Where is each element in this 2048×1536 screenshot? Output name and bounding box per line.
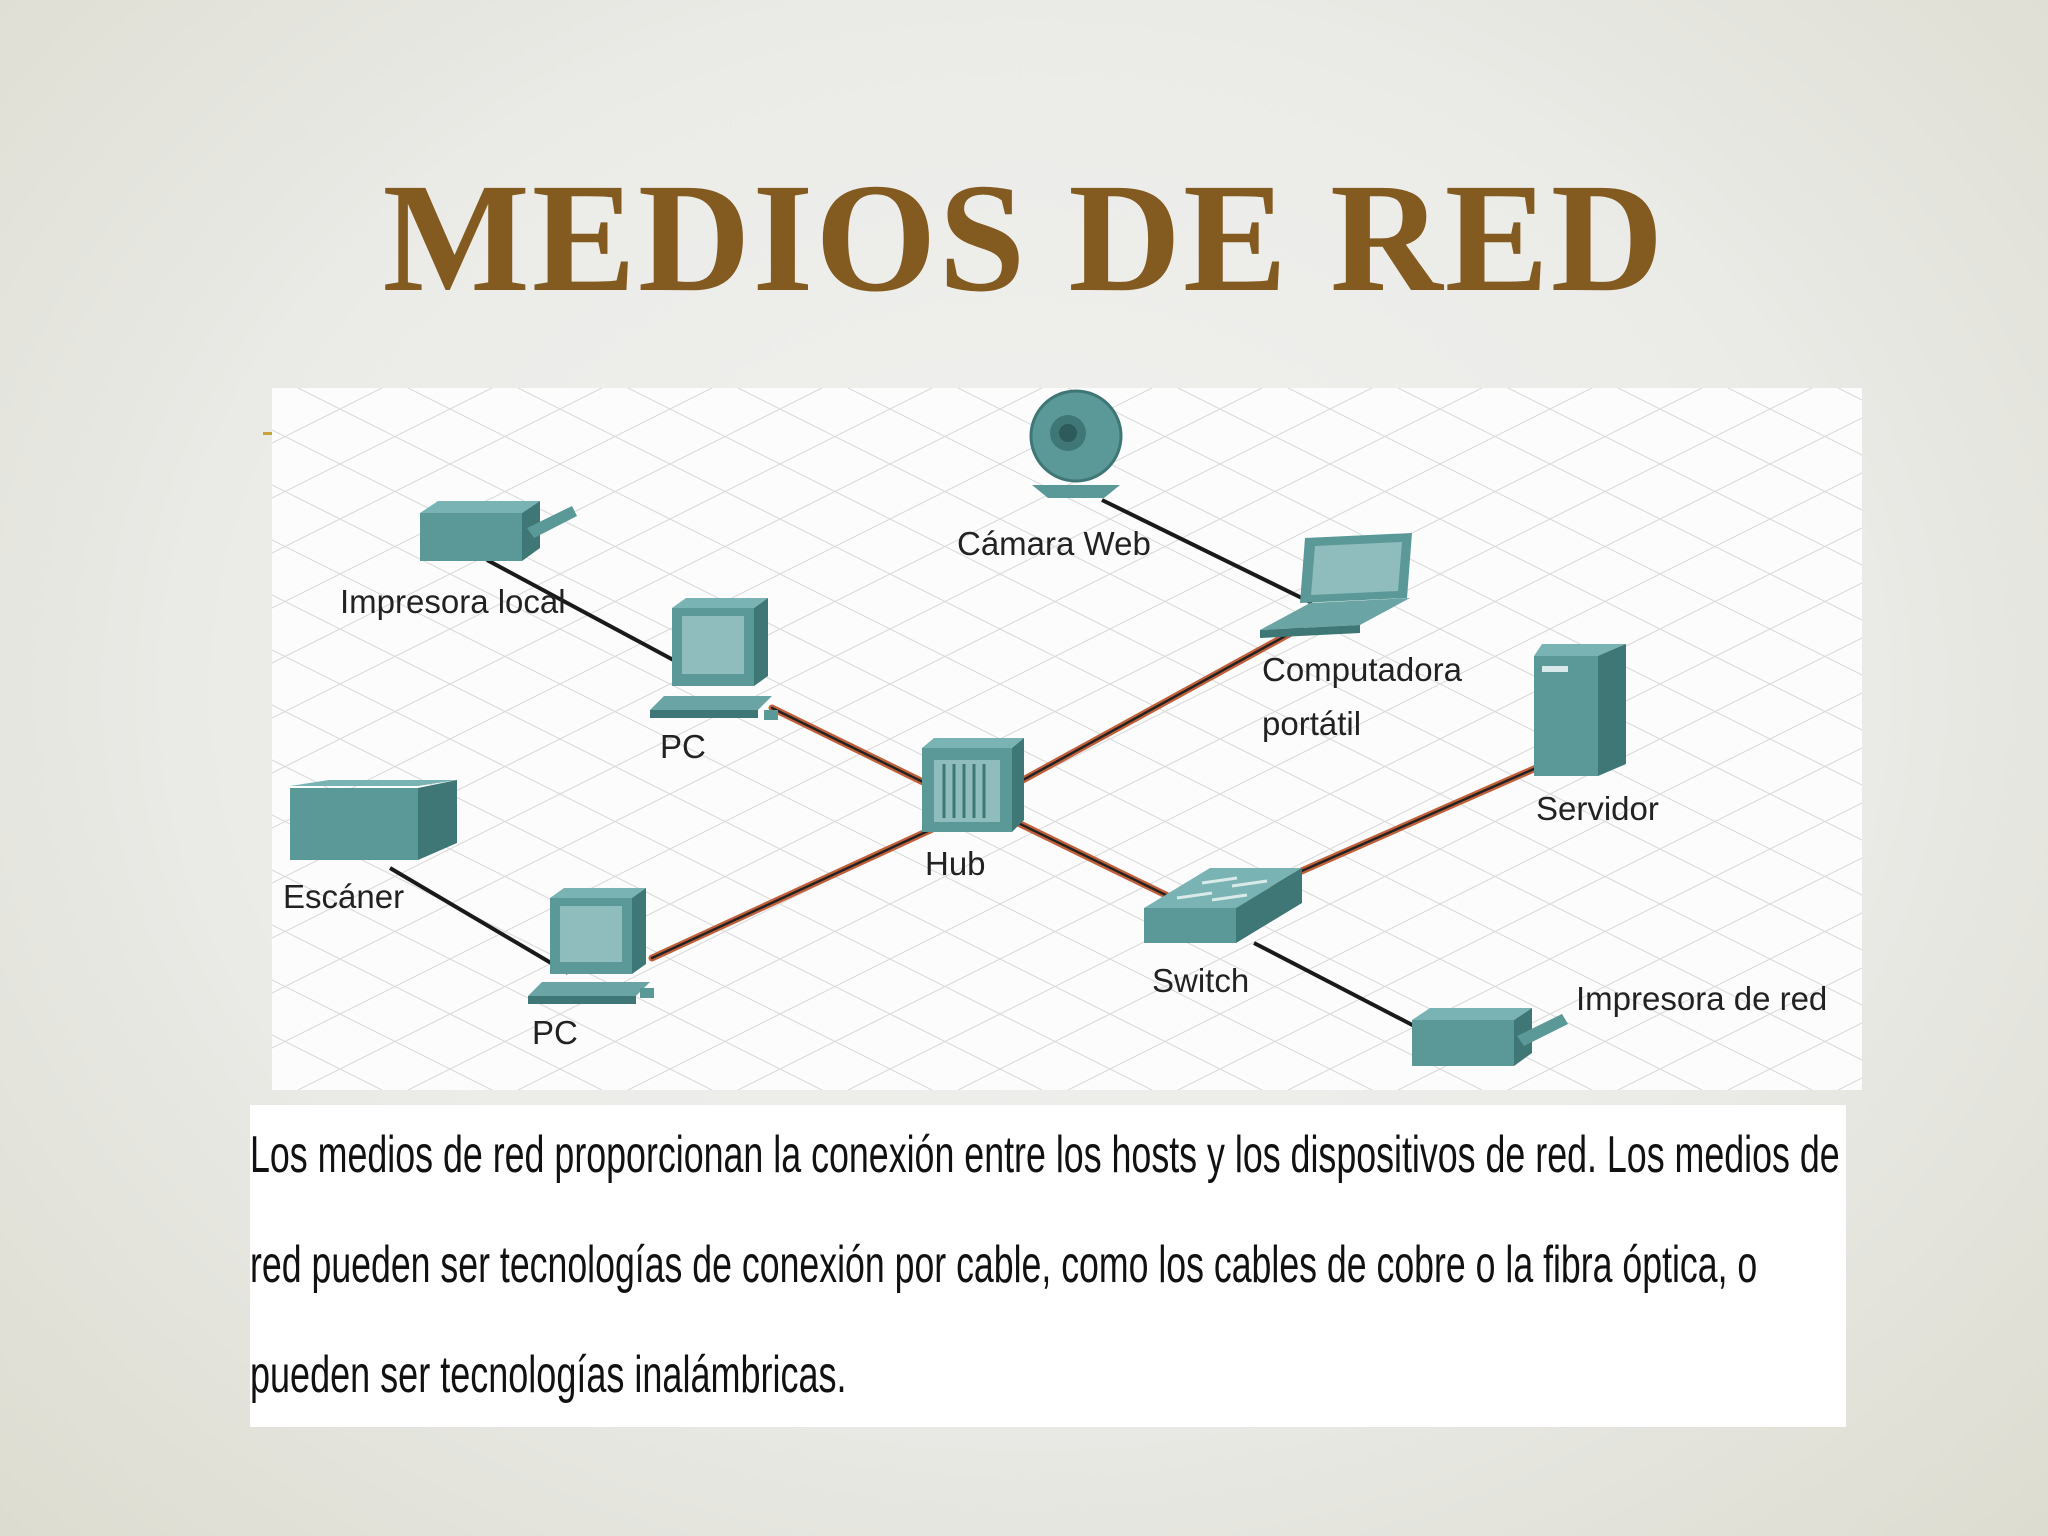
grid-line (272, 594, 1263, 1090)
grid-line (272, 869, 713, 1090)
grid-line (1837, 388, 1862, 401)
accent-mark (263, 432, 275, 435)
grid-line (1507, 912, 1862, 1090)
grid-line (1837, 1077, 1862, 1090)
grid-line (1287, 802, 1862, 1090)
grid-line (1177, 747, 1862, 1090)
pc-top-icon (650, 598, 778, 720)
grid-line (272, 388, 1153, 829)
switch-icon (1144, 868, 1302, 943)
label-switch: Switch (1152, 962, 1249, 999)
network-diagram: Cámara Web Impresora local Computadora p… (272, 388, 1862, 1090)
grid-line (1397, 857, 1862, 1090)
grid-line (272, 388, 933, 719)
cable-scanner-pc (388, 866, 570, 975)
grid-line (272, 388, 1043, 774)
label-server: Servidor (1536, 790, 1659, 827)
grid-line (1177, 388, 1862, 731)
label-laptop-line2: portátil (1262, 705, 1361, 742)
caption-box: Los medios de red proporcionan la conexi… (250, 1105, 1846, 1427)
label-pc-bottom: PC (532, 1014, 578, 1051)
scanner-icon (290, 780, 457, 860)
grid-line (272, 388, 1483, 994)
caption-line-1: Los medios de red proporcionan la conexi… (250, 1126, 1840, 1184)
local-printer-icon (420, 501, 577, 561)
network-printer-icon (1412, 1008, 1568, 1066)
grid-line (272, 704, 1043, 1090)
hub-icon (922, 738, 1024, 832)
label-local-printer: Impresora local (340, 583, 566, 620)
grid-line (272, 388, 823, 664)
grid-line (627, 472, 1862, 1090)
grid-line (407, 388, 1813, 1090)
webcam-icon (1029, 389, 1123, 498)
cable-switch-netprinter (1253, 941, 1423, 1032)
grid-line (1507, 388, 1862, 566)
server-icon (1534, 644, 1626, 776)
label-laptop-line1: Computadora (1262, 651, 1463, 688)
grid-line (272, 388, 1593, 1049)
grid-line (272, 388, 1373, 939)
grid-line (1617, 967, 1862, 1090)
pc-bottom-icon (528, 888, 654, 1004)
grid-line (957, 637, 1862, 1090)
grid-line (1067, 692, 1862, 1090)
caption-line-3: pueden ser tecnologías inalámbricas. (250, 1346, 847, 1404)
laptop-icon (1260, 533, 1412, 638)
grid-line (272, 388, 493, 499)
caption-line-2: red pueden ser tecnologías de conexión p… (250, 1236, 1758, 1294)
grid-line (272, 429, 1593, 1090)
grid-line (272, 979, 493, 1090)
grid-line (517, 417, 1862, 1090)
label-hub: Hub (925, 845, 986, 882)
grid-line (272, 388, 1263, 884)
label-scanner: Escáner (283, 878, 404, 915)
cable-printer-pc (486, 558, 693, 672)
grid-line (272, 924, 603, 1090)
label-pc-top: PC (660, 728, 706, 765)
grid-line (737, 527, 1862, 1090)
grid-line (1397, 388, 1862, 621)
slide-title: MEDIOS DE RED (382, 151, 1666, 324)
grid-line (272, 388, 603, 554)
diagram-canvas: Cámara Web Impresora local Computadora p… (272, 388, 1862, 1090)
grid-line (1617, 388, 1862, 511)
label-webcam: Cámara Web (957, 525, 1151, 562)
grid-line (1287, 388, 1862, 676)
grid-line (272, 759, 933, 1090)
cable-webcam-laptop (1101, 498, 1313, 605)
label-network-printer: Impresora de red (1576, 980, 1827, 1017)
